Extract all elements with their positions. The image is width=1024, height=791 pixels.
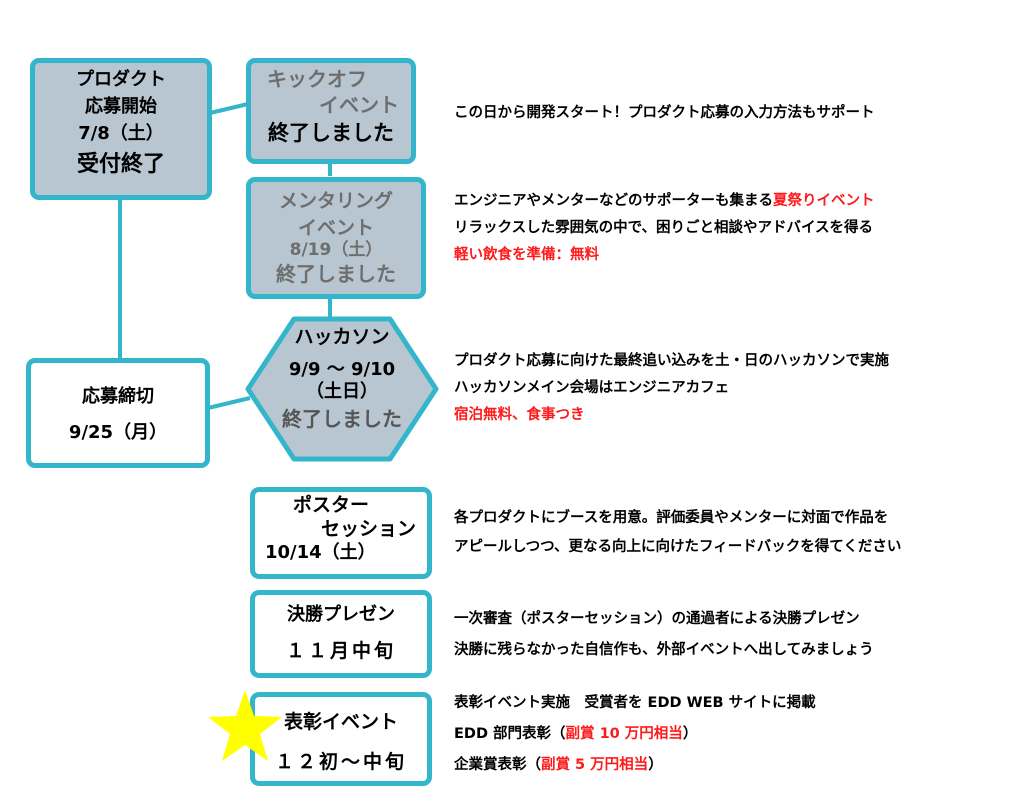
final-date: １１月中旬 [285,640,396,662]
poster-title-line1: ポスター [293,494,370,516]
award-desc-line3: 企業賞表彰（副賞 5 万円相当） [454,752,816,779]
mentoring-desc-line1: エンジニアやメンターなどのサポーターも集まる夏祭りイベント [454,188,875,215]
apply-start-box: プロダクト 応募開始 7/8（土） 受付終了 [30,58,212,200]
award-title: 表彰イベント [283,711,398,733]
award-desc-line2-c: ） [682,726,698,742]
mentoring-box: メンタリング イベント 8/19（土） 終了しました [246,177,426,299]
award-desc-line2: EDD 部門表彰（副賞 10 万円相当） [454,721,816,748]
kickoff-description: この日から開発スタート！プロダクト応募の入力方法もサポート [454,100,875,127]
kickoff-desc-line: この日から開発スタート！プロダクト応募の入力方法もサポート [454,105,875,121]
award-desc-line3-a: 企業賞表彰（ [454,757,541,773]
award-description: 表彰イベント実施 受賞者を EDD WEB サイトに掲載 EDD 部門表彰（副賞… [454,690,816,779]
award-box: 表彰イベント １２初～中旬 [250,692,432,786]
mentoring-description: エンジニアやメンターなどのサポーターも集まる夏祭りイベント リラックスした雰囲気… [454,188,875,269]
hackathon-description: プロダクト応募に向けた最終追い込みを土・日のハッカソンで実施 ハッカソンメイン会… [454,348,889,429]
mentoring-desc-line2: リラックスした雰囲気の中で、困りごと相談やアドバイスを得る [454,220,874,236]
poster-description: 各プロダクトにブースを用意。評価委員やメンターに対面で作品を アピールしつつ、更… [454,505,901,561]
hackathon-date: 9/9 ～ 9/10 [288,359,396,380]
award-desc-line1: 表彰イベント実施 受賞者を EDD WEB サイトに掲載 [454,695,816,711]
hackathon-text: ハッカソン 9/9 ～ 9/10 （土日） 終了しました [244,326,440,431]
award-desc-line2-prize: 副賞 10 万円相当 [565,726,683,742]
final-title: 決勝プレゼン [287,604,395,625]
kickoff-box: キックオフ イベント 終了しました [246,58,416,164]
award-desc-line3-prize: 副賞 5 万円相当 [541,757,649,773]
hackathon-title: ハッカソン [294,326,390,348]
mentoring-status: 終了しました [276,262,396,286]
final-desc-line2: 決勝に残らなかった自信作も、外部イベントへ出してみましょう [454,642,874,658]
apply-deadline-box: 応募締切 9/25（月） [26,358,210,468]
poster-desc-line2: アピールしつつ、更なる向上に向けたフィードバックを得てください [454,539,902,555]
mentoring-date: 8/19（土） [289,240,383,260]
apply-start-status: 受付終了 [76,152,165,177]
final-box: 決勝プレゼン １１月中旬 [250,590,432,678]
mentoring-desc-line3: 軽い飲食を準備：無料 [454,247,599,263]
connector-deadline-to-hackathon [207,396,251,410]
hackathon-status: 終了しました [282,407,402,431]
poster-date: 10/14（土） [265,542,376,563]
mentoring-title-line2: イベント [297,217,374,239]
award-date: １２初～中旬 [274,751,407,773]
apply-start-line2: 応募開始 [85,96,157,117]
hackathon-desc-line1: プロダクト応募に向けた最終追い込みを土・日のハッカソンで実施 [454,353,889,369]
poster-desc-line1: 各プロダクトにブースを用意。評価委員やメンターに対面で作品を [454,510,889,526]
hackathon-desc-line2: ハッカソンメイン会場はエンジニアカフェ [454,380,730,396]
star-icon [208,690,282,761]
kickoff-title-line1: キックオフ [267,67,367,91]
award-desc-line3-c: ） [648,757,663,773]
apply-start-line1: プロダクト [76,69,166,90]
apply-start-date: 7/8（土） [78,123,164,144]
kickoff-status: 終了しました [268,121,394,145]
deadline-label: 応募締切 [82,386,154,407]
hackathon-days: （土日） [306,381,378,402]
final-description: 一次審査（ポスターセッション）の通過者による決勝プレゼン 決勝に残らなかった自信… [454,606,874,664]
mentoring-desc-line1-text: エンジニアやメンターなどのサポーターも集まる [454,193,773,209]
deadline-date: 9/25（月） [68,422,168,443]
kickoff-title-line2: イベント [319,93,399,117]
award-desc-line2-a: EDD 部門表彰（ [454,726,566,742]
connector-start-to-kickoff [209,102,249,115]
poster-title-line2: セッション [321,518,417,540]
hackathon-desc-line3: 宿泊無料、食事つき [454,407,585,423]
mentoring-desc-line1-highlight: 夏祭りイベント [773,193,875,209]
mentoring-title-line1: メンタリング [278,190,393,212]
hackathon-hexagon [245,316,439,462]
final-desc-line1: 一次審査（ポスターセッション）の通過者による決勝プレゼン [454,611,860,627]
poster-box: ポスター セッション 10/14（土） [250,487,432,579]
